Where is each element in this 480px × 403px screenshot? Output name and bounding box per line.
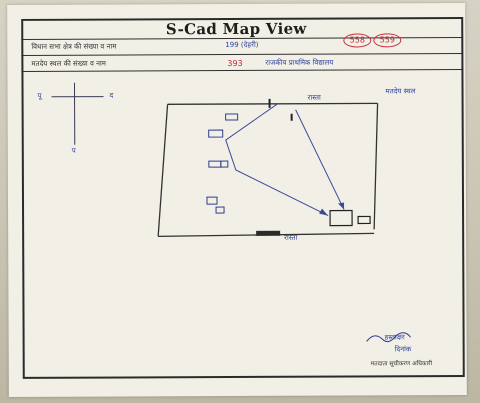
hand-drawn-map — [51, 82, 411, 343]
map-note-top-right: मतदेय स्थल — [385, 87, 416, 96]
map-sheet: S-Cad Map View विधान सभा क्षेत्र की संख्… — [7, 3, 467, 397]
compass-east-label: द — [109, 91, 114, 100]
building-3b — [220, 160, 229, 168]
compass-icon — [51, 82, 104, 145]
compass-west-label: पू — [37, 91, 42, 100]
building-4 — [206, 196, 218, 205]
map-boundary — [157, 102, 379, 237]
map-note-bottom-road: रास्ता — [284, 233, 298, 242]
signature-scribble — [366, 332, 411, 343]
route-arrowheads — [319, 202, 345, 216]
building-4b — [215, 206, 225, 214]
signature-name: हस्ताक्षर — [384, 333, 405, 342]
top-road-marks — [268, 98, 293, 121]
signature-date: दिनांक — [394, 345, 412, 354]
building-1 — [225, 113, 239, 121]
bottom-road-bar — [256, 230, 281, 236]
building-icons — [206, 113, 239, 214]
map-note-road: रास्ता — [307, 93, 321, 102]
signature-role: मतदाता सूचीकरण अधिकारी — [370, 360, 433, 368]
route-lines — [225, 103, 345, 217]
polling-station-building — [329, 209, 371, 227]
building-2 — [208, 129, 224, 138]
building-3 — [208, 160, 222, 168]
compass-south-label: प — [71, 146, 76, 155]
